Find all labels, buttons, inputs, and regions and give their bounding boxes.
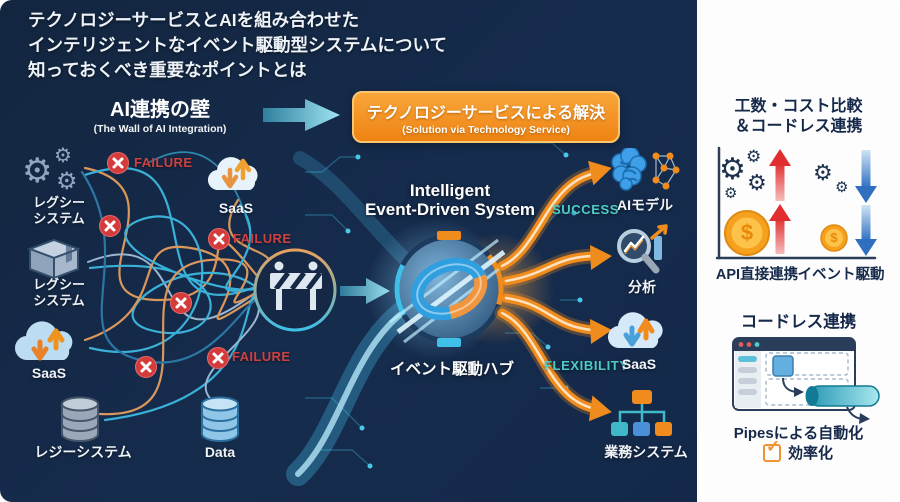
flow-diagram-panel: テクノロジーサービスとAIを組み合わせた インテリジェントなイベント駆動型システ… — [0, 0, 697, 502]
dollar-symbol: $ — [830, 230, 838, 245]
hub-label: イベント駆動ハブ — [389, 361, 514, 378]
source-label-data: Data — [204, 444, 236, 460]
barrier-icon — [253, 248, 337, 332]
tangled-lines — [80, 151, 272, 422]
gear-icon: ⚙ — [724, 185, 738, 202]
small-coin-icon — [820, 224, 848, 252]
page-title-line1: テクノロジーサービスとAIを組み合わせた — [28, 10, 360, 30]
output-arrows — [494, 160, 612, 422]
header-arrow — [263, 99, 340, 131]
page-title: テクノロジーサービスとAIを組み合わせた インテリジェントなイベント駆動型システ… — [28, 8, 498, 83]
source-label-legacy2: レグシー システム — [32, 277, 85, 308]
source-label-saas-top: SaaS — [218, 200, 254, 216]
legacy-database-icon — [61, 396, 99, 442]
solution-title: テクノロジーサービスによる解決 — [366, 104, 606, 122]
problem-subtitle: (The Wall of AI Integration) — [93, 123, 227, 135]
checkmark-icon: ✓ — [766, 436, 781, 456]
solution-box: テクノロジーサービスによる解決 (Solution via Technology… — [352, 91, 620, 143]
comparison-panel: ⚙ ⚙ ⚙ ⚙ ⚙ ⚙ $ $ 工数・コスト比較 ＆コードレス連携 API直接連… — [697, 0, 900, 502]
target-label-ai: AIモデル — [617, 197, 673, 213]
failure-x-marks — [99, 152, 230, 378]
saas-cloud-icon-top — [207, 157, 258, 191]
large-coin-icon — [724, 210, 770, 256]
compare-title: 工数・コスト比較 ＆コードレス連携 — [734, 98, 863, 135]
pipe-icon — [805, 385, 880, 424]
method-label-api: API直接連携 — [715, 267, 799, 283]
gear-icon: ⚙ — [813, 160, 833, 185]
source-label-legacy3: レジーシステム — [34, 444, 132, 460]
solution-subtitle: (Solution via Technology Service) — [402, 123, 570, 136]
target-label-saas: SaaS — [621, 356, 657, 372]
problem-title: AI連携の壁 — [110, 99, 210, 121]
ai-model-icon — [611, 148, 680, 191]
comparison-axes — [715, 146, 877, 260]
flow-diagram-art — [80, 99, 612, 494]
efficiency-row: ✓ 効率化 — [763, 437, 834, 463]
flexibility-label: FLEXIBILITY — [544, 358, 629, 373]
page-title-line3: 知っておくべき重要なポイントとは — [28, 60, 307, 80]
cost-down-arrows — [855, 150, 877, 256]
success-label: SUCCESS — [552, 202, 620, 217]
gear-icon: ⚙ — [747, 170, 767, 195]
cost-up-arrows — [769, 149, 791, 254]
failure-badge: FAILURE — [134, 155, 193, 170]
gear-icon: ⚙ — [719, 153, 746, 186]
analysis-icon — [617, 224, 668, 274]
efficiency-label: 効率化 — [788, 445, 834, 462]
data-database-icon — [201, 396, 239, 442]
method-label-event: イベント駆動 — [797, 267, 885, 283]
gear-icon: ⚙ — [835, 179, 849, 196]
event-hub-icon — [389, 231, 509, 347]
pipes-caption: Pipesによる自動化 — [733, 425, 864, 442]
failure-badge: FAILURE — [233, 231, 292, 246]
page-title-line2: インテリジェントなイベント駆動型システムについて — [28, 35, 447, 55]
target-label-business: 業務システム — [604, 444, 688, 460]
dollar-symbol: $ — [740, 220, 754, 245]
checkbox-icon: ✓ — [763, 437, 781, 462]
source-label-saas-left: SaaS — [31, 365, 67, 381]
codeless-title: コードレス連携 — [740, 313, 857, 331]
comparison-art — [715, 146, 880, 424]
target-label-analysis: 分析 — [628, 279, 656, 295]
problem-header: AI連携の壁 (The Wall of AI Integration) — [50, 93, 270, 135]
gear-icon: ⚙ — [746, 147, 762, 166]
failure-badge: FAILURE — [232, 349, 291, 364]
business-systems-icon — [611, 390, 672, 436]
source-label-legacy1: レグシー システム — [32, 195, 85, 226]
legacy-box-icon — [27, 238, 81, 280]
saas-cloud-icon-right — [607, 312, 663, 349]
system-title: Intelligent Event-Driven System — [364, 181, 536, 219]
saas-cloud-icon-left — [14, 321, 73, 361]
